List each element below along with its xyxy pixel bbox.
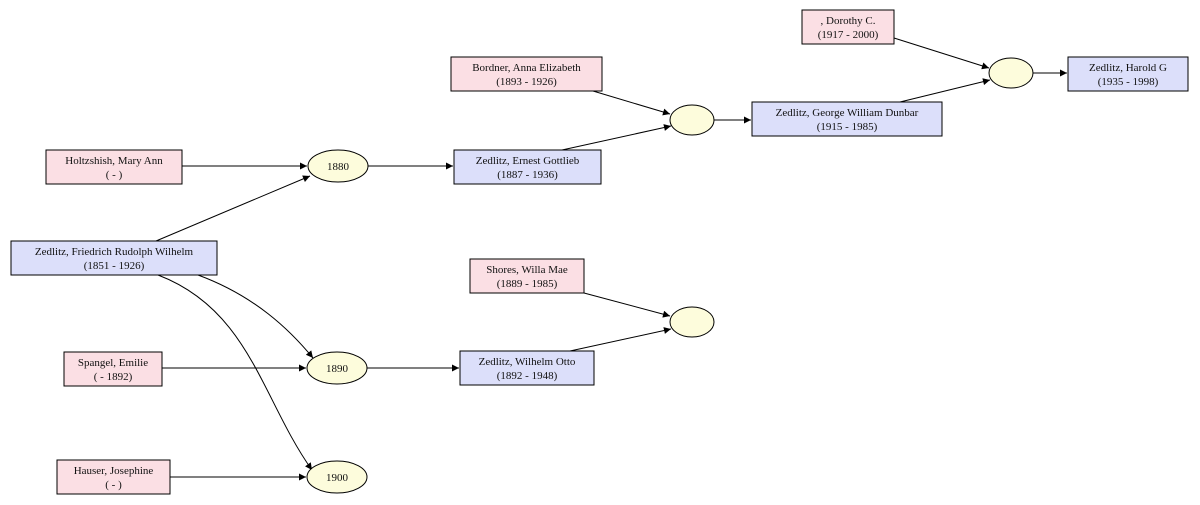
person-dates: (1887 - 1936) xyxy=(497,169,558,181)
person-box xyxy=(45,149,183,185)
person-dates: (1917 - 2000) xyxy=(818,29,879,41)
person-name: Spangel, Emilie xyxy=(78,357,148,369)
person-name: Zedlitz, Harold G xyxy=(1089,62,1167,74)
family-ellipse xyxy=(669,306,715,338)
person-name: , Dorothy C. xyxy=(821,15,876,27)
family-node-fam1880[interactable]: 1880 xyxy=(307,149,369,183)
person-node-friedrich[interactable]: Zedlitz, Friedrich Rudolph Wilhelm (1851 … xyxy=(10,240,218,276)
person-box xyxy=(453,149,602,185)
family-ellipse xyxy=(306,351,368,385)
person-name: Zedlitz, Ernest Gottlieb xyxy=(476,155,580,167)
person-box xyxy=(450,56,603,92)
person-name: Zedlitz, Wilhelm Otto xyxy=(479,356,576,368)
person-name: Zedlitz, Friedrich Rudolph Wilhelm xyxy=(35,246,194,258)
family-node-famWilhelm[interactable] xyxy=(669,306,715,338)
edge-ernest-to-famErnest xyxy=(561,124,672,151)
family-node-fam1890[interactable]: 1890 xyxy=(306,351,368,385)
person-node-wilhelm[interactable]: Zedlitz, Wilhelm Otto (1892 - 1948) xyxy=(459,350,595,386)
family-node-famErnest[interactable] xyxy=(669,104,715,136)
person-dates: (1889 - 1985) xyxy=(497,278,558,290)
person-box xyxy=(469,258,585,294)
person-box xyxy=(801,9,895,45)
person-node-george[interactable]: Zedlitz, George William Dunbar (1915 - 19… xyxy=(751,101,943,137)
family-ellipse xyxy=(669,104,715,136)
person-box xyxy=(459,350,595,386)
person-box xyxy=(63,351,163,387)
edge-anna-to-famErnest xyxy=(592,90,671,116)
edge-dorothy-to-famGeorge xyxy=(893,37,990,70)
family-node-fam1900[interactable]: 1900 xyxy=(306,460,368,494)
edge-george-to-famGeorge xyxy=(899,78,991,103)
family-year-label: 1890 xyxy=(326,363,349,375)
edge-wilhelm-to-famWilhelm xyxy=(569,327,672,352)
person-dates: ( - ) xyxy=(105,479,122,491)
family-year-label: 1880 xyxy=(327,161,350,173)
person-node-maryann[interactable]: Holtzshish, Mary Ann ( - ) xyxy=(45,149,183,185)
family-node-famGeorge[interactable] xyxy=(988,57,1034,89)
person-name: Bordner, Anna Elizabeth xyxy=(472,62,581,74)
person-node-anna[interactable]: Bordner, Anna Elizabeth (1893 - 1926) xyxy=(450,56,603,92)
person-box xyxy=(10,240,218,276)
person-node-josephine[interactable]: Hauser, Josephine ( - ) xyxy=(56,459,171,495)
person-box xyxy=(56,459,171,495)
edge-willa-to-famWilhelm xyxy=(583,292,671,318)
family-ellipse xyxy=(306,460,368,494)
person-box xyxy=(1067,56,1189,92)
person-dates: (1915 - 1985) xyxy=(817,121,878,133)
person-box xyxy=(751,101,943,137)
person-node-dorothy[interactable]: , Dorothy C. (1917 - 2000) xyxy=(801,9,895,45)
edge-friedrich-to-fam1900 xyxy=(157,274,313,471)
family-ellipse xyxy=(988,57,1034,89)
person-node-harold[interactable]: Zedlitz, Harold G (1935 - 1998) xyxy=(1067,56,1189,92)
person-dates: (1892 - 1948) xyxy=(497,370,558,382)
person-dates: (1851 - 1926) xyxy=(84,260,145,272)
person-dates: ( - 1892) xyxy=(94,371,133,383)
edge-friedrich-to-fam1880 xyxy=(155,175,311,242)
person-dates: ( - ) xyxy=(106,169,123,181)
person-name: Holtzshish, Mary Ann xyxy=(65,155,163,167)
family-year-label: 1900 xyxy=(326,472,349,484)
nodes-layer: 1880 1890 1900 , Dorothy C. (1917 - 2000) Zed… xyxy=(10,9,1189,495)
family-ellipse xyxy=(307,149,369,183)
person-name: Zedlitz, George William Dunbar xyxy=(776,107,919,119)
person-dates: (1893 - 1926) xyxy=(496,76,557,88)
person-node-emilie[interactable]: Spangel, Emilie ( - 1892) xyxy=(63,351,163,387)
person-node-ernest[interactable]: Zedlitz, Ernest Gottlieb (1887 - 1936) xyxy=(453,149,602,185)
person-name: Shores, Willa Mae xyxy=(486,264,568,276)
person-name: Hauser, Josephine xyxy=(74,465,154,477)
person-dates: (1935 - 1998) xyxy=(1098,76,1159,88)
edge-friedrich-to-fam1890 xyxy=(197,274,314,359)
edges-layer xyxy=(155,37,1067,481)
person-node-willa[interactable]: Shores, Willa Mae (1889 - 1985) xyxy=(469,258,585,294)
